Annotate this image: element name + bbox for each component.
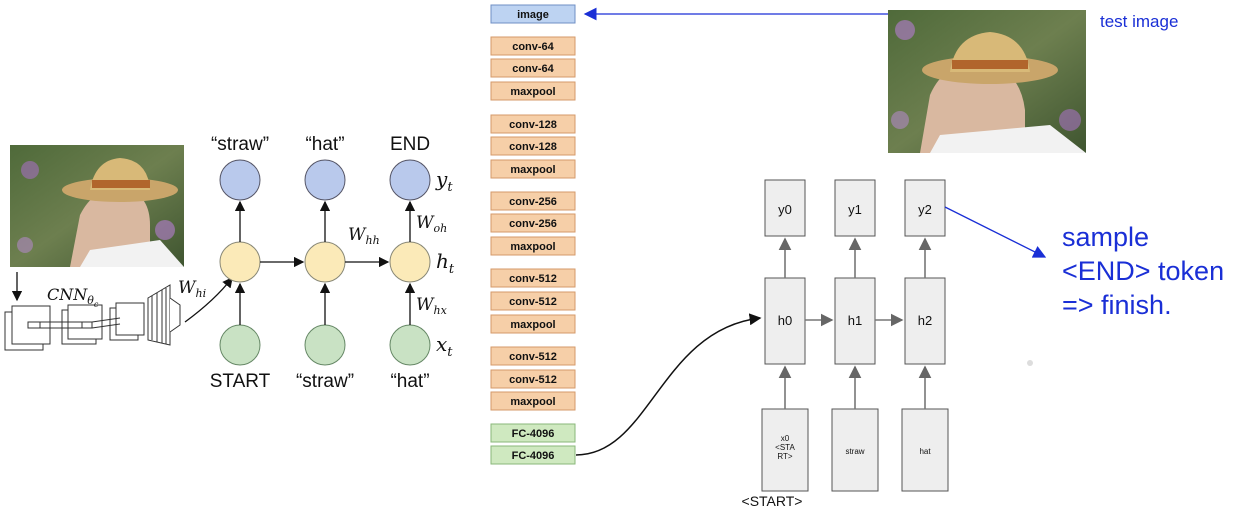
ht-label: ht bbox=[436, 249, 455, 277]
note-line-2: <END> token bbox=[1062, 256, 1225, 286]
input-word-3: “hat” bbox=[390, 371, 429, 392]
h0-label: h0 bbox=[778, 313, 792, 328]
y1-label: y1 bbox=[848, 202, 862, 217]
h1-label: h1 bbox=[848, 313, 862, 328]
y2-label: y2 bbox=[918, 202, 932, 217]
hidden-node-2 bbox=[304, 241, 346, 283]
woh-label: Woh bbox=[416, 213, 447, 235]
output-box-y0 bbox=[764, 179, 806, 237]
input-node-2 bbox=[304, 324, 346, 366]
input-word-1: START bbox=[210, 371, 271, 392]
yt-label: yt bbox=[435, 167, 453, 195]
input-box-hat bbox=[901, 408, 949, 492]
vgg-layer-label-7: conv-256 bbox=[509, 196, 557, 208]
vgg-layer-4 bbox=[490, 114, 576, 134]
vgg-layer-3 bbox=[490, 81, 576, 101]
output-box-y1 bbox=[834, 179, 876, 237]
note-arrow bbox=[944, 206, 1047, 258]
vgg-layer-5 bbox=[490, 136, 576, 156]
vgg-layer-label-2: conv-64 bbox=[512, 63, 554, 75]
vgg-layer-10 bbox=[490, 268, 576, 288]
note-line-1: sample bbox=[1062, 222, 1150, 252]
hidden-node-3 bbox=[389, 241, 431, 283]
vgg-layer-16 bbox=[490, 423, 576, 443]
vgg-layer-label-8: conv-256 bbox=[509, 218, 557, 230]
whi-label: Whi bbox=[178, 278, 206, 300]
vgg-layer-label-10: conv-512 bbox=[509, 273, 557, 285]
vgg-layer-9 bbox=[490, 236, 576, 256]
whx-label: Whx bbox=[416, 295, 448, 317]
vgg-layer-label-6: maxpool bbox=[510, 164, 555, 176]
whi-arrow bbox=[184, 276, 233, 323]
rnn-right bbox=[761, 179, 949, 492]
h2-label: h2 bbox=[918, 313, 932, 328]
note-line-3: => finish. bbox=[1062, 290, 1172, 320]
input-node-3 bbox=[389, 324, 431, 366]
start-caption: <START> bbox=[742, 493, 803, 509]
fc-to-h0-arrow bbox=[575, 313, 762, 456]
straw-input-label: straw bbox=[845, 447, 864, 456]
vgg-layer-label-5: conv-128 bbox=[509, 141, 557, 153]
vgg-layer-label-3: maxpool bbox=[510, 86, 555, 98]
vgg-layer-label-1: conv-64 bbox=[512, 41, 554, 53]
vgg-layer-8 bbox=[490, 213, 576, 233]
output-node-3 bbox=[389, 159, 431, 201]
vgg-layer-1 bbox=[490, 36, 576, 56]
vgg-layer-label-16: FC-4096 bbox=[512, 428, 555, 440]
xt-label: xt bbox=[436, 332, 453, 360]
vgg-layer-11 bbox=[490, 291, 576, 311]
vgg-layer-label-12: maxpool bbox=[510, 319, 555, 331]
input-word-2: “straw” bbox=[296, 371, 354, 392]
output-node-2 bbox=[304, 159, 346, 201]
input-node-1 bbox=[219, 324, 261, 366]
output-word-2: “hat” bbox=[305, 134, 344, 155]
cnn-pictogram bbox=[4, 272, 181, 351]
output-word-3: END bbox=[390, 134, 430, 155]
output-box-y2 bbox=[904, 179, 946, 237]
whh-label: Whh bbox=[348, 225, 380, 247]
test-image-label: test image bbox=[1100, 12, 1179, 31]
sample-end-note: sample <END> token => finish. bbox=[1062, 220, 1224, 322]
vgg-layer-7 bbox=[490, 191, 576, 211]
test-image-photo bbox=[888, 10, 1086, 153]
hidden-box-h0 bbox=[764, 277, 806, 365]
left-photo bbox=[10, 145, 184, 267]
vgg-layer-14 bbox=[490, 369, 576, 389]
vgg-layer-label-17: FC-4096 bbox=[512, 450, 555, 462]
vgg-layer-label-11: conv-512 bbox=[509, 296, 557, 308]
y0-label: y0 bbox=[778, 202, 792, 217]
vgg-layer-6 bbox=[490, 159, 576, 179]
vgg-layer-label-15: maxpool bbox=[510, 396, 555, 408]
vgg-layer-label-9: maxpool bbox=[510, 241, 555, 253]
vgg-layer-label-4: conv-128 bbox=[509, 119, 557, 131]
output-node-1 bbox=[219, 159, 261, 201]
vgg-layer-label-14: conv-512 bbox=[509, 374, 557, 386]
hat-input-label: hat bbox=[919, 447, 931, 456]
rnn-left bbox=[219, 159, 431, 366]
output-word-1: “straw” bbox=[211, 134, 269, 155]
vgg-layer-2 bbox=[490, 58, 576, 78]
faint-dot bbox=[1027, 360, 1033, 366]
hidden-box-h2 bbox=[904, 277, 946, 365]
cnn-label: CNNθc bbox=[47, 285, 99, 309]
input-box-straw bbox=[831, 408, 879, 492]
vgg-layer-label-13: conv-512 bbox=[509, 351, 557, 363]
vgg-layer-label-0: image bbox=[517, 9, 549, 21]
vgg-layer-13 bbox=[490, 346, 576, 366]
vgg-layer-12 bbox=[490, 314, 576, 334]
vgg-layer-0 bbox=[490, 4, 576, 24]
vgg-layer-15 bbox=[490, 391, 576, 411]
vgg-stack: image conv-64 conv-64 maxpool conv-128 conv-1… bbox=[490, 4, 576, 465]
hidden-box-h1 bbox=[834, 277, 876, 365]
vgg-layer-17 bbox=[490, 445, 576, 465]
hidden-node-1 bbox=[219, 241, 261, 283]
